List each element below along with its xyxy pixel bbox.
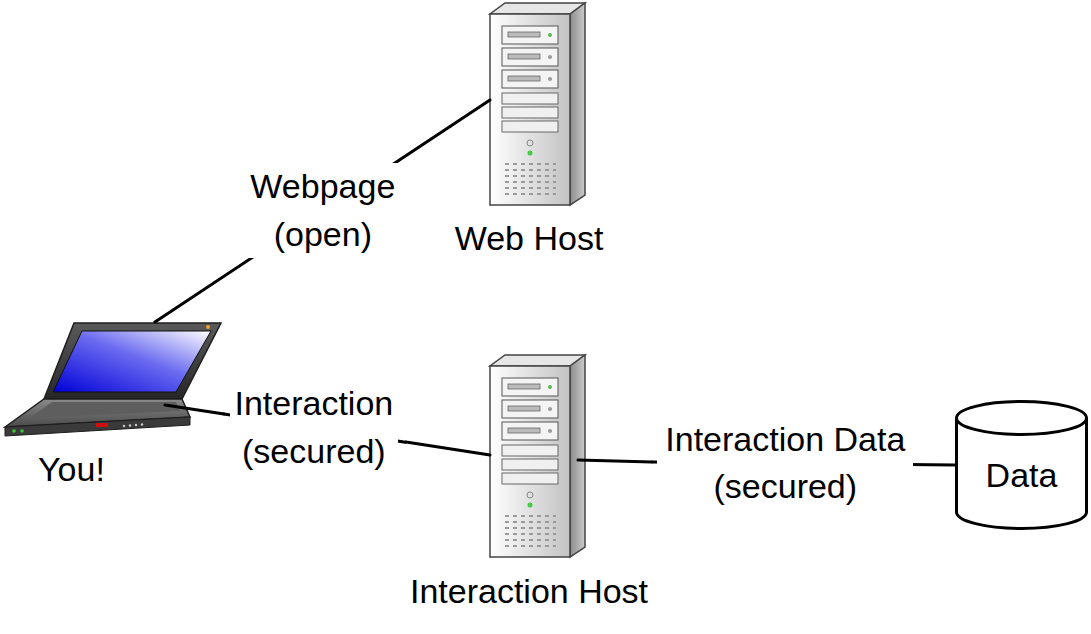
- laptop-led: [12, 429, 16, 433]
- connector-label-box: Webpage (open): [243, 163, 403, 258]
- laptop-dot: [123, 425, 125, 427]
- wire-stub: [165, 405, 224, 414]
- connector-label: Webpage (open): [243, 163, 403, 258]
- node-label: Interaction Host: [410, 572, 648, 611]
- laptop-light: [206, 325, 210, 329]
- cylinder-rim: [957, 418, 1087, 435]
- laptop-node: You!: [2, 322, 224, 497]
- cylinder-body: [957, 402, 1087, 529]
- connector-line: [155, 127, 450, 322]
- wire-stub: [406, 442, 490, 455]
- wire-stub: [450, 100, 490, 127]
- server-node: Web Host: [450, 2, 608, 262]
- connector-label: Interaction Data (secured): [657, 416, 913, 511]
- node-label: Data: [986, 456, 1058, 495]
- server-icon: [490, 3, 585, 205]
- connector-label: Interaction (secured): [230, 380, 398, 475]
- connector-label-box: Interaction (secured): [230, 380, 398, 475]
- wire-stub: [578, 460, 652, 462]
- server-icon: [490, 355, 585, 557]
- node-label: Web Host: [455, 219, 604, 258]
- laptop-dot: [129, 424, 131, 426]
- laptop-dot: [135, 424, 137, 426]
- laptop-dot: [141, 423, 143, 425]
- database-cylinder: Data: [955, 400, 1088, 530]
- node-label: You!: [38, 450, 105, 489]
- connector-label-box: Interaction Data (secured): [657, 416, 913, 511]
- laptop-keyboard: [30, 402, 180, 418]
- laptop-mark: [96, 423, 108, 427]
- laptop-front: [5, 417, 190, 436]
- laptop-screen: [53, 331, 211, 392]
- laptop-led: [20, 429, 24, 433]
- laptop-lid: [44, 323, 221, 399]
- laptop-icon: [5, 323, 221, 436]
- server-node: Interaction Host: [406, 352, 653, 615]
